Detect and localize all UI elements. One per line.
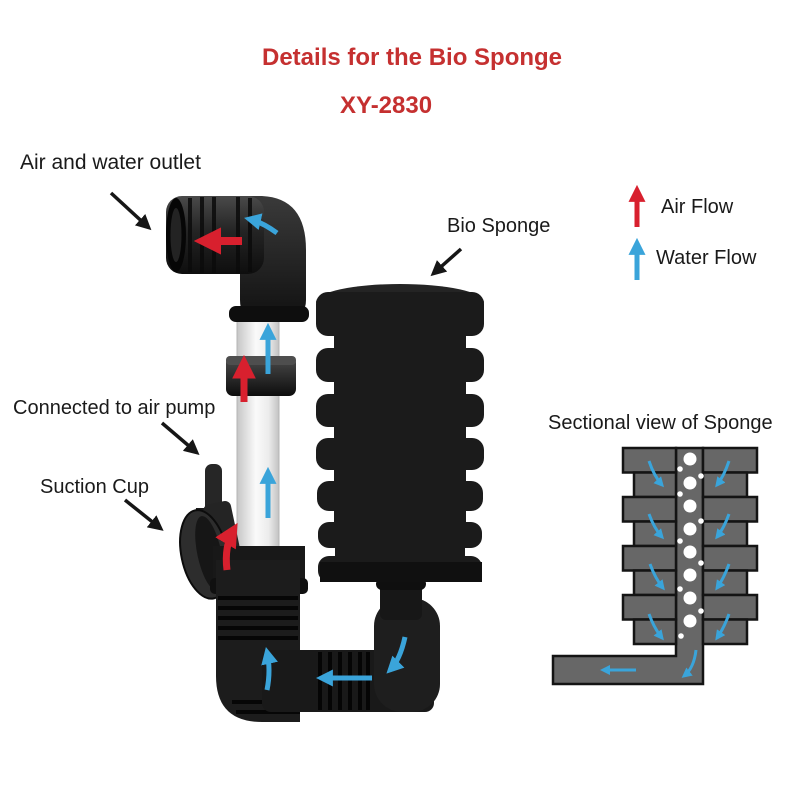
- water-flow-arrow: [715, 613, 731, 641]
- water-flow-arrow: [648, 563, 665, 591]
- label-air-water-outlet: Air and water outlet: [20, 151, 201, 174]
- water-flow-arrow: [386, 636, 408, 674]
- bio-sponge-pointer-arrow: [430, 247, 463, 277]
- water-flow-arrow: [647, 460, 665, 488]
- outlet-elbow: [166, 196, 309, 322]
- legend-water-flow-label: Water Flow: [656, 247, 757, 269]
- water-flow-arrow: [244, 213, 279, 236]
- left-pipe-ribs: [218, 596, 300, 714]
- label-pointers: [109, 191, 463, 531]
- label-suction-cup: Suction Cup: [40, 476, 149, 498]
- legend-air-flow-label: Air Flow: [661, 196, 734, 218]
- air-flow-arrow: [215, 522, 238, 571]
- tube-collar: [226, 356, 296, 396]
- water-flow-arrow: [647, 613, 664, 641]
- sectional-view-drawing: [551, 446, 759, 686]
- water-flow-arrow: [261, 647, 278, 691]
- clear-tube: [236, 313, 280, 565]
- outlet-pointer-arrow: [109, 191, 152, 231]
- section-flow-arrows: [599, 460, 731, 678]
- suction-cup-pointer-arrow: [123, 498, 164, 531]
- water-flow-arrow: [715, 513, 731, 540]
- label-sectional-view: Sectional view of Sponge: [548, 412, 773, 434]
- bio-sponge: [316, 284, 484, 582]
- bottom-right-elbow: [374, 576, 440, 712]
- water-flow-arrow: [715, 563, 731, 591]
- label-connected-air-pump: Connected to air pump: [13, 397, 216, 419]
- label-bio-sponge: Bio Sponge: [447, 215, 551, 237]
- section-bubbles: [677, 452, 704, 639]
- page-title: Details for the Bio Sponge: [262, 44, 563, 71]
- water-flow-arrow: [681, 649, 698, 678]
- sponge-base-plate: [320, 562, 482, 582]
- model-number: XY-2830: [340, 92, 433, 119]
- water-flow-arrow: [647, 513, 665, 540]
- air-pump-pointer-arrow: [160, 421, 200, 455]
- device-illustration: [166, 196, 484, 722]
- water-flow-arrow: [715, 460, 731, 488]
- flow-arrows: [193, 213, 408, 691]
